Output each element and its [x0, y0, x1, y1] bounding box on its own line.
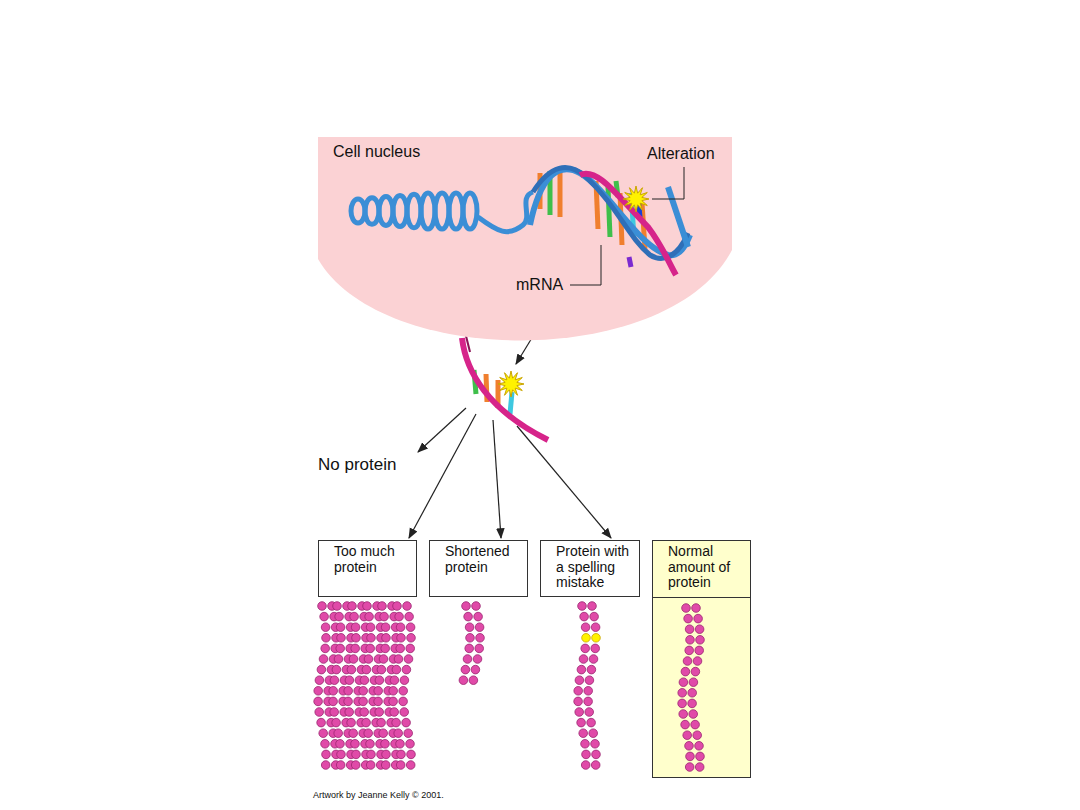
outcome-box: Protein with a spelling mistake	[540, 540, 640, 597]
callout-label: mRNA	[514, 276, 565, 294]
cell-nucleus-region: Cell nucleus	[318, 137, 732, 337]
alteration-star	[623, 186, 649, 212]
reference-box: Normal amount of protein	[652, 540, 751, 778]
alteration-star	[498, 371, 524, 397]
credit-note: Artwork by Jeanne Kelly © 2001.	[313, 790, 444, 800]
box-label: Protein with a spelling mistake	[541, 541, 639, 595]
mrna-fragment	[462, 336, 548, 440]
callout-label: No protein	[318, 455, 396, 475]
region-label: Cell nucleus	[333, 143, 420, 161]
nucleus-shape	[318, 137, 732, 337]
protein-chains	[314, 602, 600, 770]
box-label: Too much protein	[319, 541, 416, 579]
outcome-box: Shortened protein	[429, 540, 528, 597]
outcome-box: Too much protein	[318, 540, 417, 597]
box-label: Shortened protein	[430, 541, 527, 579]
callout-label: Alteration	[645, 145, 717, 163]
protein-chains	[653, 598, 752, 778]
box-label: Normal amount of protein	[653, 541, 750, 598]
